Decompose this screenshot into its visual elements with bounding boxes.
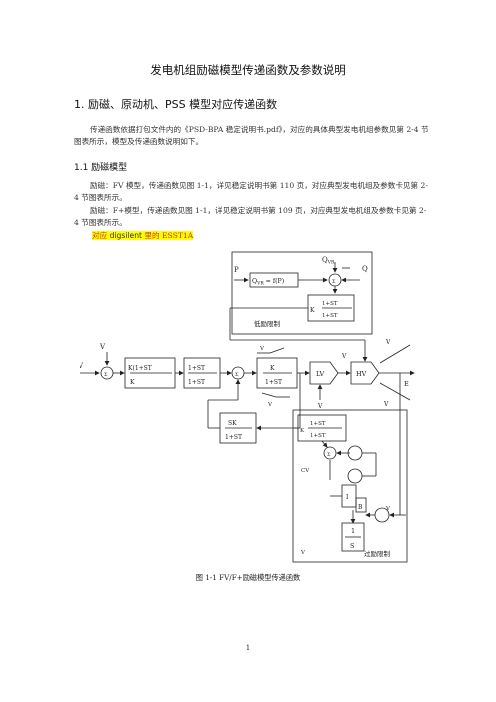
label-vref: V (80, 362, 84, 370)
highlight-suffix: 里的 ESST1A (142, 231, 194, 240)
label-qvr: Q (322, 256, 328, 264)
label-vfdl: V (385, 506, 391, 512)
over-excitation-frame (292, 409, 408, 563)
kl2-num: 1+ST (310, 421, 326, 427)
label-qvr-sub: VR (327, 260, 335, 266)
ka-den: 1+ST (265, 379, 282, 386)
svg-text:Σ: Σ (332, 279, 336, 285)
label-vp: V (341, 353, 347, 360)
label-efd: E (404, 380, 409, 388)
timer-2 (347, 468, 363, 484)
highlight-name: digsilent (109, 231, 142, 240)
svg-text:QVR = f(P): QVR = f(P) (252, 278, 284, 287)
label-vlr: V (300, 550, 306, 556)
lead-lag-2-num: 1+ST (188, 365, 205, 372)
timer-1 (347, 445, 363, 461)
label-vs: V (99, 343, 106, 351)
lowexc-label: 低励限制 (254, 319, 281, 328)
i-block (341, 484, 357, 508)
lowexc-num: 1+ST (322, 301, 338, 307)
hv-gate (350, 361, 380, 385)
label-vl2: V (317, 403, 323, 410)
lv-label: LV (316, 370, 325, 378)
feedback-den: 1+ST (225, 434, 242, 441)
lowexc-den: 1+ST (322, 313, 338, 319)
lead-lag-2-den: 1+ST (188, 379, 205, 386)
fplus-paragraph: 励磁：F+模型，传递函数见图 1-1，详见稳定说明书第 109 页，对应典型发电… (74, 206, 427, 227)
label-vamax: V (259, 346, 265, 352)
svg-text:K: K (300, 428, 305, 434)
fp-box-sub: VR (256, 281, 264, 287)
hv-label: HV (356, 370, 367, 378)
lead-lag-1-den: K (130, 379, 135, 386)
fp-box-rest: = f(P) (264, 278, 284, 285)
page-title: 发电机组励磁模型传递函数及参数说明 (150, 63, 346, 77)
int-den: S (350, 542, 354, 550)
fv-paragraph: 励磁：FV 模型，传递函数见图 1-1，详见稳定说明书第 110 页，对应典型发… (74, 181, 428, 202)
label-vamin: V (267, 402, 273, 408)
feedback-num: SK (228, 420, 237, 427)
b-block (355, 497, 367, 513)
section-1-heading: 1. 励磁、原动机、PSS 模型对应传递函数 (74, 98, 278, 111)
lead-lag-1-num: K(1+ST (128, 365, 152, 372)
label-vbot: V (383, 401, 389, 408)
svg-text:K: K (310, 307, 315, 314)
fp-box-q: Q (252, 278, 257, 285)
label-p: P (234, 266, 239, 274)
svg-text:Σ: Σ (327, 452, 331, 458)
kl2-den: 1+ST (310, 433, 326, 439)
b-label: B (358, 504, 363, 511)
low-excitation-frame (231, 251, 373, 335)
highlight-note: 对应 digsilent 里的 ESST1A (92, 230, 194, 241)
figure-caption: 图 1-1 FV/F+励磁模型传递函数 (195, 573, 301, 582)
page-number: 1 (245, 644, 251, 652)
sum-junction-3 (323, 446, 337, 460)
label-q: Q (362, 265, 368, 273)
svg-text:QVR: QVR (322, 256, 335, 266)
excitation-block-diagram: P QVR = f(P) QVR Q Σ K 1+ST 1+ST 低励限制 V … (80, 251, 415, 563)
ka-num: K (270, 365, 275, 372)
section-1-1-heading: 1.1 励磁模型 (74, 163, 128, 173)
label-cv: CV (301, 468, 310, 474)
highlight-prefix: 对应 (92, 231, 110, 240)
svg-text:Σ: Σ (235, 372, 239, 378)
over-label: 过励限制 (364, 549, 391, 558)
intro-paragraph: 传递函数依据打包文件内的《PSD-BPA 稳定说明书.pdf》，对应的具体典型发… (74, 125, 429, 146)
lv-gate (309, 361, 339, 385)
int-num: 1 (351, 527, 355, 535)
i-label: I (346, 494, 349, 501)
svg-text:Σ: Σ (104, 372, 108, 378)
label-vtop: V (385, 339, 391, 346)
